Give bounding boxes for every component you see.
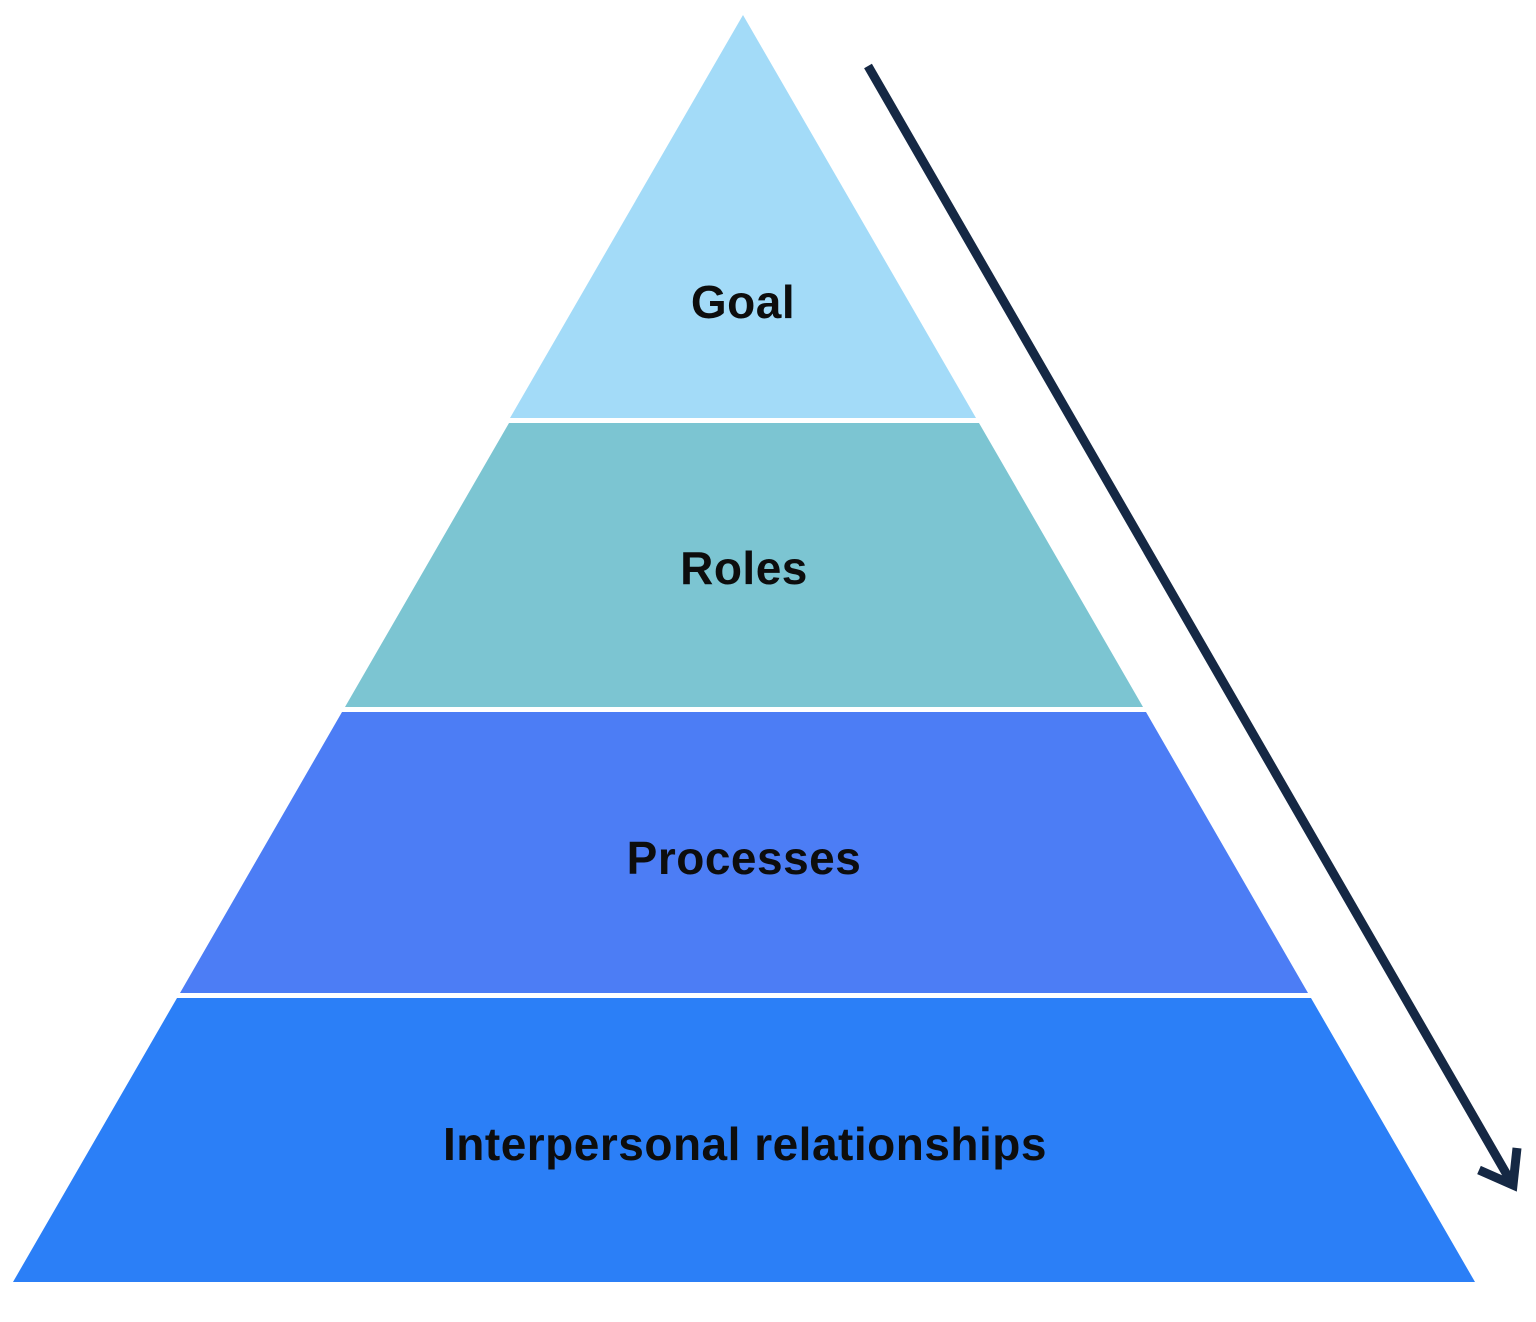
- pyramid-level-roles-label: Roles: [680, 542, 808, 594]
- pyramid-level-interpersonal-relationships-label: Interpersonal relationships: [443, 1118, 1047, 1170]
- pyramid-level-processes: [180, 712, 1308, 993]
- arrow-line: [864, 63, 1514, 1183]
- pyramid-level-goal-label: Goal: [691, 276, 795, 328]
- pyramid-level-goal: [510, 15, 976, 418]
- pyramid-level-roles: [345, 423, 1143, 707]
- pyramid-level-interpersonal-relationships: [13, 998, 1475, 1282]
- arrowhead-icon: [1477, 1147, 1522, 1192]
- pyramid-level-processes-label: Processes: [627, 832, 862, 884]
- downward-arrow: [864, 63, 1522, 1192]
